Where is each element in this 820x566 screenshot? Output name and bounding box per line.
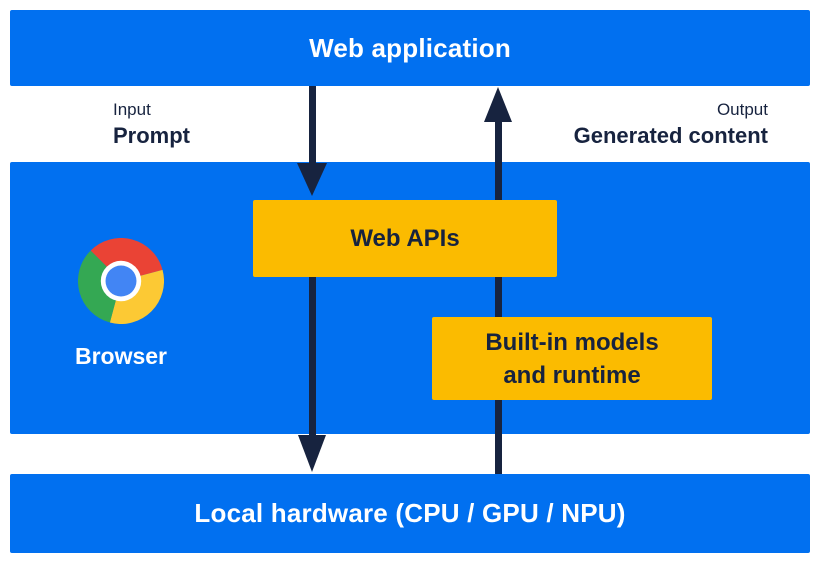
input-arrow-head-upper xyxy=(297,163,327,196)
output-arrow-head xyxy=(484,87,512,122)
web-application-bar: Web application xyxy=(10,10,810,86)
output-label-group: Output Generated content xyxy=(574,99,768,150)
local-hardware-bar: Local hardware (CPU / GPU / NPU) xyxy=(10,474,810,553)
generated-content-label: Generated content xyxy=(573,123,768,148)
input-arrow-head-lower xyxy=(298,435,326,472)
input-label: Input xyxy=(113,100,151,119)
chrome-logo-icon xyxy=(78,238,164,324)
output-label: Output xyxy=(716,100,768,119)
input-arrow-line-lower xyxy=(309,277,316,436)
web-apis-label: Web APIs xyxy=(350,224,460,252)
input-arrow-line-upper xyxy=(309,86,316,164)
builtin-models-box: Built-in models and runtime xyxy=(432,317,712,400)
prompt-label: Prompt xyxy=(113,123,190,148)
input-label-group: Input Prompt xyxy=(113,99,190,150)
builtin-models-label-line1: Built-in models xyxy=(485,328,659,356)
web-apis-box: Web APIs xyxy=(253,200,557,277)
builtin-models-label-line2: and runtime xyxy=(503,361,641,389)
browser-label: Browser xyxy=(74,343,168,369)
web-application-label: Web application xyxy=(309,32,511,63)
local-hardware-label: Local hardware (CPU / GPU / NPU) xyxy=(194,498,626,528)
output-arrow-line xyxy=(495,121,502,474)
